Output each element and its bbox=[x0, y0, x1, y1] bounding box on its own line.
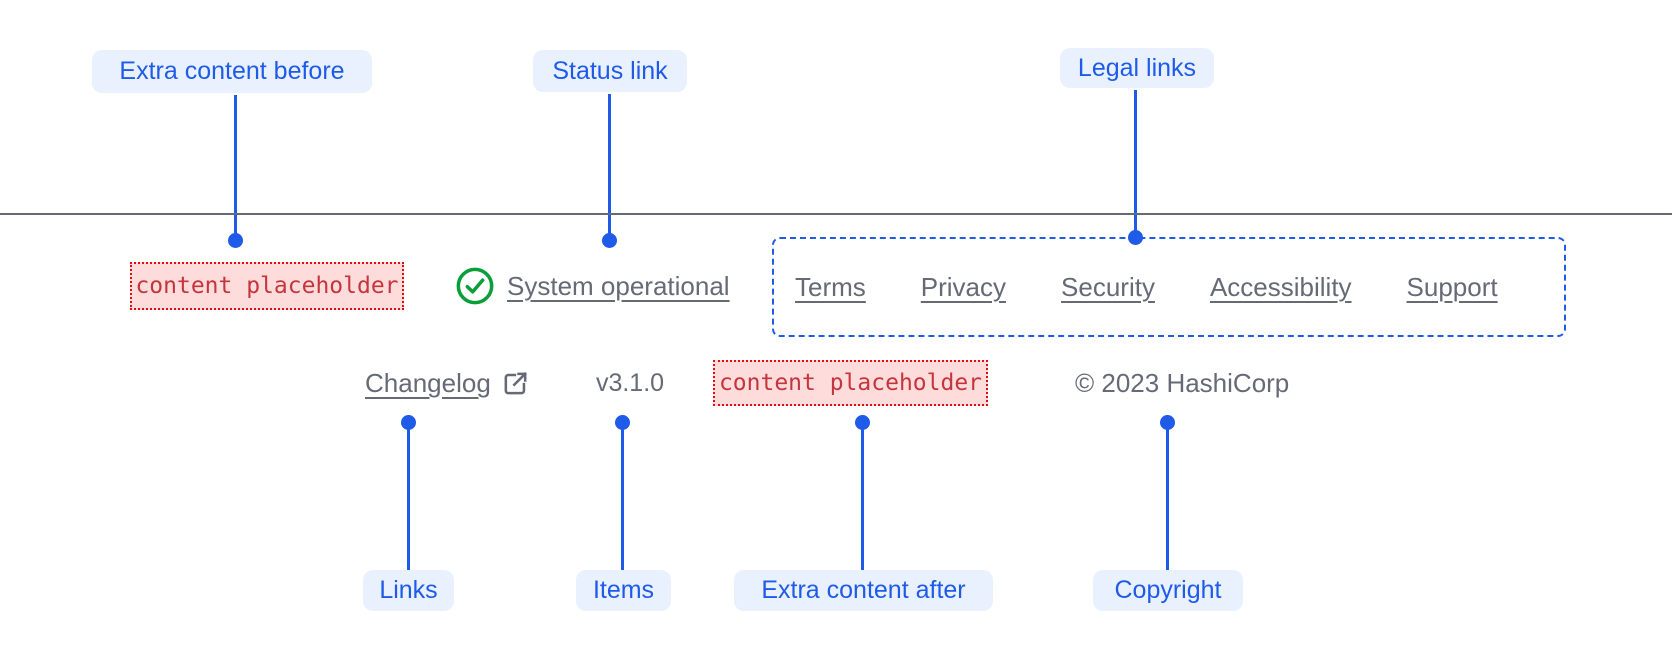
annotation-label-items: Items bbox=[576, 570, 671, 611]
annotation-label-copyright: Copyright bbox=[1093, 570, 1243, 611]
annotation-label-extra-content-before: Extra content before bbox=[92, 50, 372, 93]
placeholder-text: content placeholder bbox=[718, 370, 983, 396]
legal-link-accessibility[interactable]: Accessibility bbox=[1209, 271, 1352, 302]
check-circle-icon bbox=[456, 267, 494, 305]
connector-dot-copyright bbox=[1160, 415, 1175, 430]
connector-dot-status-link bbox=[602, 233, 617, 248]
legal-links-group: Terms Privacy Security Accessibility Sup… bbox=[772, 237, 1566, 337]
connector-line-links bbox=[407, 429, 410, 570]
connector-line-copyright bbox=[1166, 429, 1169, 570]
legal-link-terms[interactable]: Terms bbox=[795, 271, 866, 302]
status-link-label: System operational bbox=[507, 270, 730, 301]
external-link-icon bbox=[504, 371, 527, 394]
annotation-label-legal-links: Legal links bbox=[1060, 48, 1214, 88]
annotation-label-status-link: Status link bbox=[533, 50, 687, 92]
legal-link-privacy[interactable]: Privacy bbox=[920, 271, 1007, 302]
extra-content-before-placeholder: content placeholder bbox=[130, 262, 404, 310]
legal-link-security[interactable]: Security bbox=[1061, 271, 1155, 302]
connector-dot-extra-content-before bbox=[228, 233, 243, 248]
legal-link-support[interactable]: Support bbox=[1406, 271, 1498, 302]
footer-divider bbox=[0, 213, 1672, 215]
annotation-label-links: Links bbox=[363, 570, 454, 611]
connector-dot-items bbox=[615, 415, 630, 430]
placeholder-text: content placeholder bbox=[135, 273, 399, 299]
connector-dot-links bbox=[401, 415, 416, 430]
connector-line-items bbox=[621, 429, 624, 570]
copyright-text: © 2023 HashiCorp bbox=[1075, 368, 1290, 398]
connector-line-extra-content-before bbox=[234, 95, 237, 240]
connector-line-legal-links bbox=[1134, 90, 1137, 237]
annotation-label-extra-content-after: Extra content after bbox=[734, 570, 993, 611]
changelog-link[interactable]: Changelog bbox=[365, 360, 530, 406]
connector-line-status-link bbox=[608, 94, 611, 240]
connector-line-extra-content-after bbox=[861, 429, 864, 570]
changelog-link-label: Changelog bbox=[365, 367, 491, 398]
version-text: v3.1.0 bbox=[595, 369, 665, 397]
extra-content-after-placeholder: content placeholder bbox=[713, 360, 988, 406]
status-link[interactable]: System operational bbox=[455, 262, 730, 310]
connector-dot-extra-content-after bbox=[855, 415, 870, 430]
